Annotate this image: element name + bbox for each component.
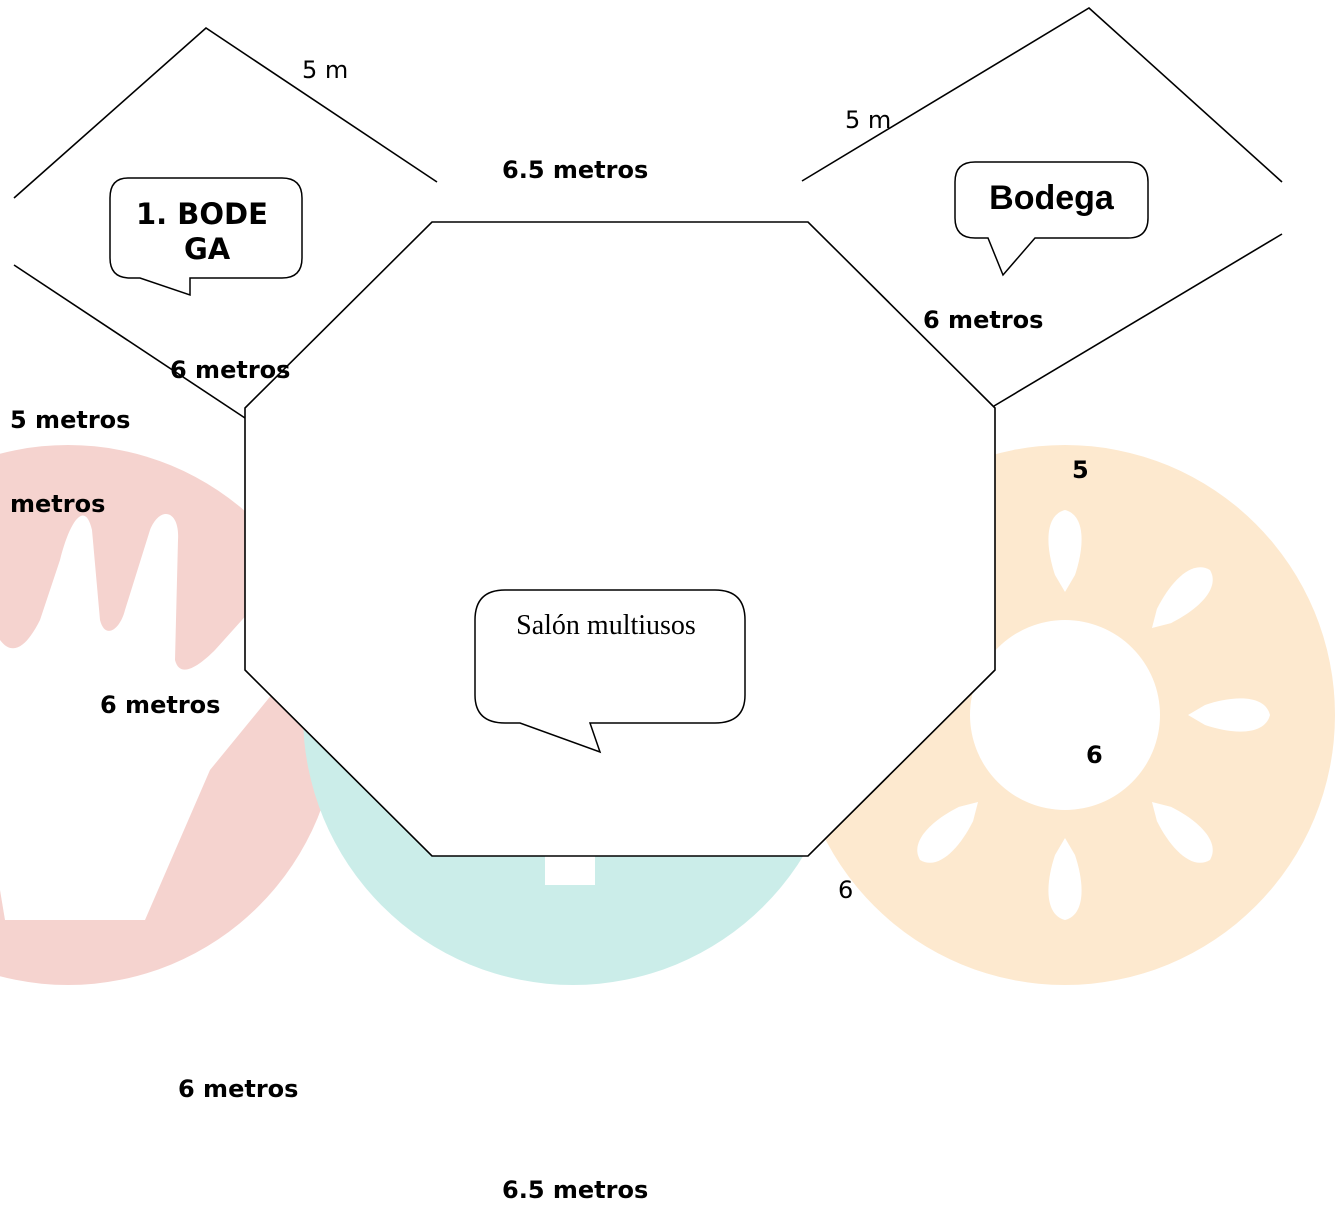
- bodega-left-bubble: [109, 177, 303, 297]
- bodega-left-callout: 1. BODE GA: [110, 197, 302, 267]
- right-bodega-top-edges: [801, 7, 1283, 183]
- hand-logo-cutout: [0, 513, 300, 920]
- sun-logo-center: [970, 620, 1160, 810]
- salon-bubble: [474, 589, 746, 754]
- sun-ray: [1048, 838, 1082, 920]
- sun-ray: [1151, 567, 1213, 629]
- bodega-right-bubble: [954, 161, 1149, 277]
- top-side-label: 6.5 metros: [502, 156, 649, 184]
- bodega-right-callout: Bodega: [989, 179, 1114, 217]
- bottom-label: 6.5 metros: [502, 1176, 649, 1204]
- right-bodega-bottom-edge: [993, 233, 1283, 407]
- left-bodega-top-edges: [13, 26, 438, 199]
- sun-ray: [1048, 510, 1082, 592]
- right-inner-side-label: 6 metros: [923, 306, 1044, 334]
- salon-octagon: [244, 221, 996, 857]
- left-inner-side-label: 6 metros: [170, 356, 291, 384]
- sun-logo-rays: [917, 510, 1270, 920]
- right-outer-label: 5: [1072, 456, 1089, 484]
- left-lower-label: 6 metros: [100, 691, 221, 719]
- right-bodega-shape: [801, 7, 1283, 407]
- bodega-left-line-2: GA: [184, 231, 231, 266]
- left-bodega-bottom-edge: [13, 264, 249, 421]
- bottom-left-label: 6 metros: [178, 1075, 299, 1103]
- salon-callout: Salón multiusos: [516, 610, 696, 641]
- sun-ray: [917, 801, 979, 863]
- right-top-side-label: 5 m: [845, 106, 892, 134]
- sun-ray: [1188, 698, 1270, 732]
- left-top-side-label: 5 m: [302, 56, 349, 84]
- right-lower-label: 6: [838, 876, 854, 904]
- bodega-left-line-1: 1. BODE: [136, 197, 268, 231]
- left-outer-label: 5 metros: [10, 406, 131, 434]
- left-outer-cont-label: metros: [10, 490, 106, 518]
- sun-ray: [1151, 801, 1213, 863]
- left-bodega-shape: [13, 26, 438, 421]
- right-mid-label: 6: [1086, 741, 1103, 769]
